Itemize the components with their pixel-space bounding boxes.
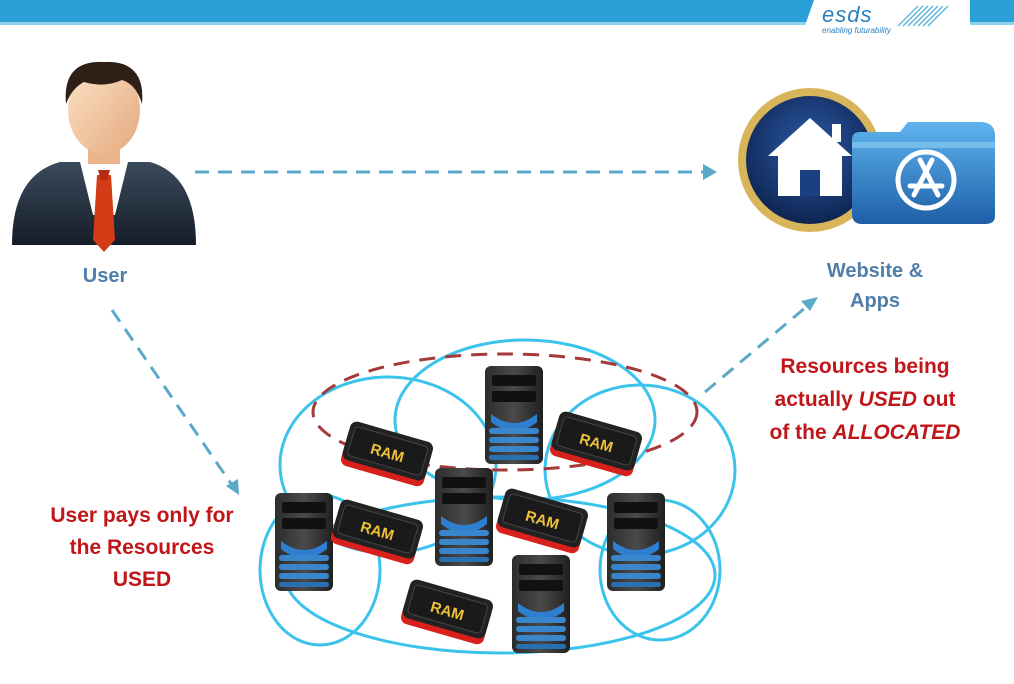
brand-tagline: enabling futurability xyxy=(822,26,891,35)
arrow-user-to-cloud xyxy=(110,309,236,489)
website-apps-line-2: Apps xyxy=(850,290,900,312)
ram-chip-icon: RAM xyxy=(547,409,645,479)
brand-name: esds xyxy=(822,2,873,27)
ram-chip-icon: RAM xyxy=(398,577,496,647)
website-apps-label: Website & Apps xyxy=(800,256,950,316)
ram-chip-icon: RAM xyxy=(328,497,426,567)
resources-used-label: Resources being actually USED out of the… xyxy=(740,350,990,449)
arrow-cloud-to-website xyxy=(704,300,813,394)
header-bar xyxy=(0,0,1014,25)
user-pays-line-2: the Resources xyxy=(69,536,215,559)
user-label: User xyxy=(82,265,128,287)
user-pays-label: User pays only for the Resources USED xyxy=(22,500,262,596)
resources-used-line-2: actually USED out xyxy=(740,383,990,416)
resources-used-line-1: Resources being xyxy=(780,355,950,378)
server-icon xyxy=(435,468,493,566)
arrowhead-down xyxy=(226,479,239,495)
used-emphasis: USED xyxy=(858,388,917,411)
line2-prefix: actually xyxy=(774,388,859,411)
app-folder-icon xyxy=(852,122,995,224)
server-icon xyxy=(512,555,570,653)
server-icon xyxy=(485,366,543,464)
allocated-emphasis: ALLOCATED xyxy=(832,421,961,444)
resources-used-line-3: of the ALLOCATED xyxy=(740,416,990,449)
line2-suffix: out xyxy=(916,388,956,411)
website-apps-line-1: Website & xyxy=(826,260,924,282)
ram-chip-icon: RAM xyxy=(338,419,436,489)
user-pays-line-1: User pays only for xyxy=(50,504,234,527)
ram-chip-icon: RAM xyxy=(493,486,591,556)
home-icon xyxy=(738,88,882,232)
user-pays-line-3: USED xyxy=(112,568,172,591)
server-icon xyxy=(607,493,665,591)
server-icon xyxy=(275,493,333,591)
arrowhead-up-right xyxy=(801,297,818,311)
used-resources-ellipse xyxy=(311,352,699,472)
arrowhead-right xyxy=(703,164,717,180)
esds-logo xyxy=(800,0,970,40)
user-icon xyxy=(12,61,196,252)
line3-prefix: of the xyxy=(769,421,833,444)
